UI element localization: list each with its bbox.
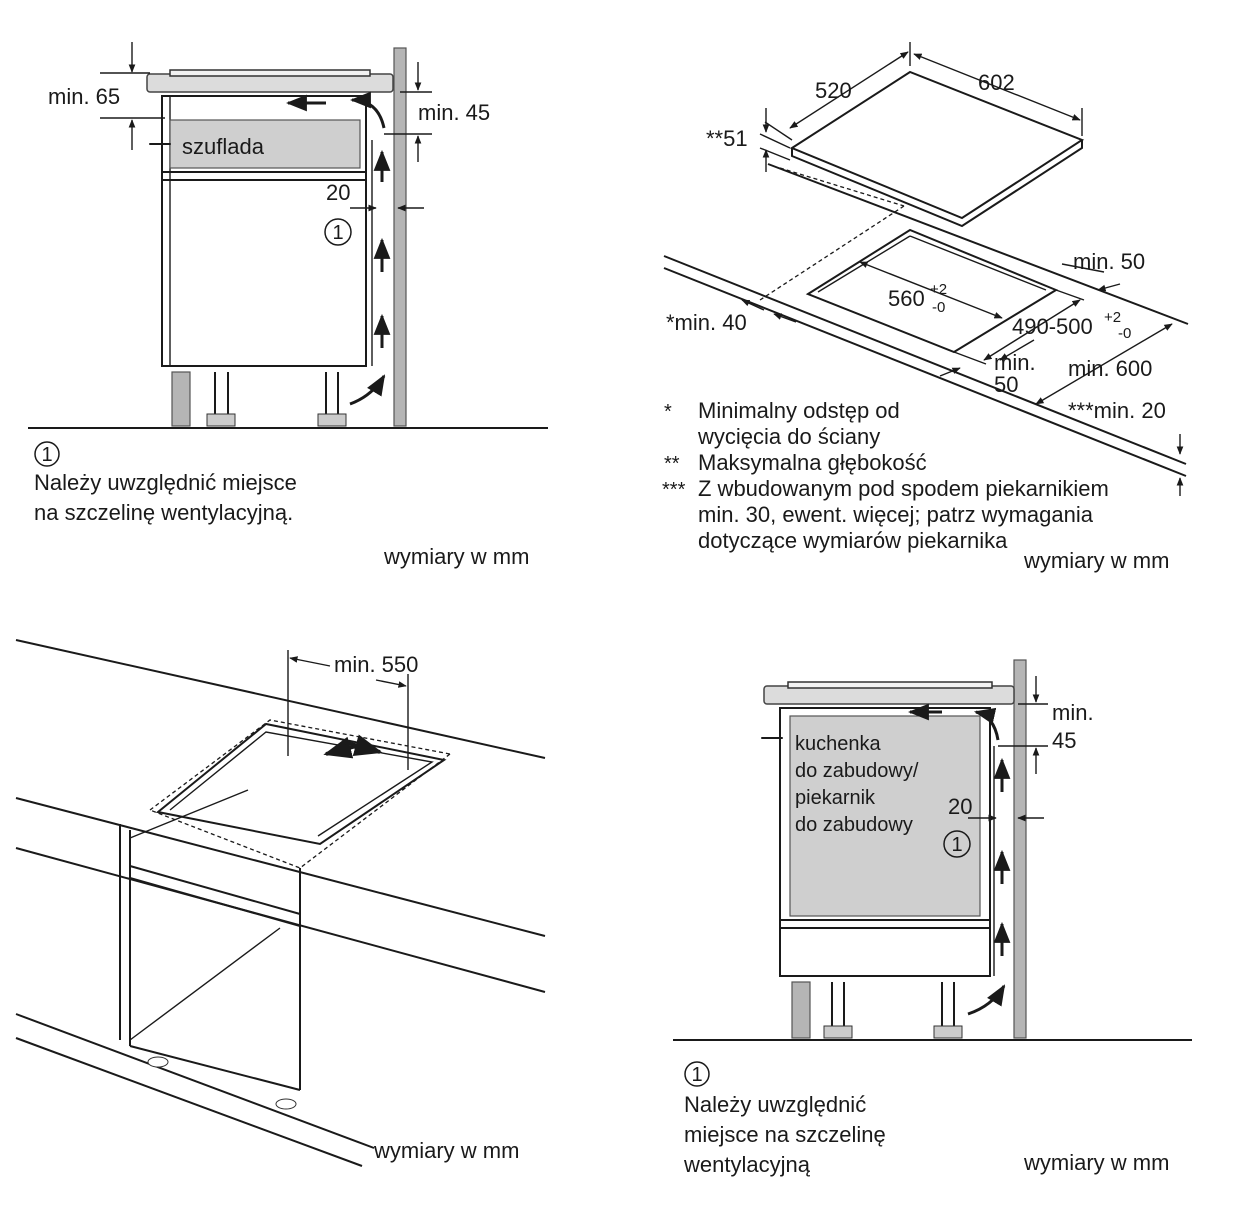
drawer-label: szuflada <box>182 134 265 159</box>
dim-min-50-bottom: min. <box>994 350 1036 375</box>
dim-min-550: min. 550 <box>334 652 418 677</box>
dim-20: 20 <box>948 794 972 819</box>
svg-text:1: 1 <box>951 834 962 856</box>
wall <box>393 47 407 427</box>
note-line: miejsce na szczelinę <box>684 1122 886 1147</box>
dim-20: 20 <box>326 180 350 205</box>
svg-text:1: 1 <box>332 222 343 244</box>
oven-label-line: kuchenka <box>795 733 881 755</box>
note-line: Należy uwzględnić miejsce <box>34 470 297 495</box>
hob-plate <box>787 681 993 689</box>
note-line: Minimalny odstęp od <box>698 398 900 423</box>
plinth <box>171 371 191 427</box>
oven-label-line: do zabudowy <box>795 814 913 836</box>
ventilation-marker <box>324 218 352 246</box>
worktop-back-edge <box>15 639 546 759</box>
units-label: wymiary w mm <box>1023 548 1169 573</box>
airflow-arrow <box>967 984 1006 1016</box>
cabinet-body <box>161 95 367 367</box>
panel-hob-cutout: 520 602 **51 560 +2 -0 min. 50 490-500 <box>662 42 1189 573</box>
note-line: Maksymalna głębokość <box>698 450 927 475</box>
panel-oven-installation: kuchenka do zabudowy/ piekarnik do zabud… <box>673 659 1192 1177</box>
note-marker <box>34 441 60 467</box>
panel-corner-installation: min. 550 wymiary w mm <box>15 639 546 1167</box>
wall <box>1013 659 1027 1039</box>
svg-text:-0: -0 <box>932 299 945 316</box>
worktop-front-edge <box>663 255 1187 465</box>
svg-text:1: 1 <box>691 1064 702 1086</box>
dim-520: 520 <box>815 78 852 103</box>
dim-51: **51 <box>706 126 748 151</box>
ventilation-marker <box>943 830 971 858</box>
worktop-front-edge <box>15 797 546 937</box>
units-label: wymiary w mm <box>383 544 529 569</box>
airflow-arrow <box>343 734 383 757</box>
panel-drawer-installation: szuflada min. 65 min. 45 20 1 <box>28 42 548 569</box>
svg-text:50: 50 <box>994 372 1018 397</box>
dim-min-50-top: min. 50 <box>1073 249 1145 274</box>
dim-min-45: min. 45 <box>418 100 490 125</box>
oven-label-line: piekarnik <box>795 787 876 809</box>
note-line: Należy uwzględnić <box>684 1092 866 1117</box>
dim-min-20: ***min. 20 <box>1068 398 1166 423</box>
oven <box>789 715 981 917</box>
note-line: wycięcia do ściany <box>697 424 880 449</box>
worktop-back-edge <box>767 163 1189 325</box>
note-line: min. 30, ewent. więcej; patrz wymagania <box>698 502 1094 527</box>
note-line: Z wbudowanym pod spodem piekarnikiem <box>698 476 1109 501</box>
note-line: na szczelinę wentylacyjną. <box>34 500 293 525</box>
oven-label-line: do zabudowy/ <box>795 760 919 782</box>
svg-text:1: 1 <box>41 444 52 466</box>
dim-490-500: 490-500 <box>1012 314 1093 339</box>
units-label: wymiary w mm <box>373 1138 519 1163</box>
dim-min: min. <box>1052 700 1094 725</box>
dim-45: 45 <box>1052 728 1076 753</box>
note-mark: * <box>664 401 672 423</box>
worktop-cutout <box>155 722 447 846</box>
svg-text:+2: +2 <box>1104 309 1121 326</box>
drawer <box>169 119 361 169</box>
svg-text:-0: -0 <box>1118 325 1131 342</box>
note-mark: ** <box>664 453 680 475</box>
dim-602: 602 <box>978 70 1015 95</box>
dim-min-40: *min. 40 <box>666 310 747 335</box>
dim-min-600: min. 600 <box>1068 356 1152 381</box>
note-mark: *** <box>662 479 686 501</box>
plinth <box>791 981 811 1039</box>
airflow-arrow <box>973 707 1000 741</box>
note-marker <box>684 1061 710 1087</box>
cabinet-body <box>779 707 991 977</box>
note-line: wentylacyjną <box>683 1152 811 1177</box>
dim-560: 560 <box>888 286 925 311</box>
dim-min-65: min. 65 <box>48 84 120 109</box>
hob-edge <box>791 140 1083 228</box>
hob-plate <box>169 69 371 77</box>
svg-text:+2: +2 <box>930 281 947 298</box>
airflow-arrow <box>349 374 386 406</box>
airflow-arrow <box>349 91 386 129</box>
units-label: wymiary w mm <box>1023 1150 1169 1175</box>
note-line: dotyczące wymiarów piekarnika <box>698 528 1008 553</box>
